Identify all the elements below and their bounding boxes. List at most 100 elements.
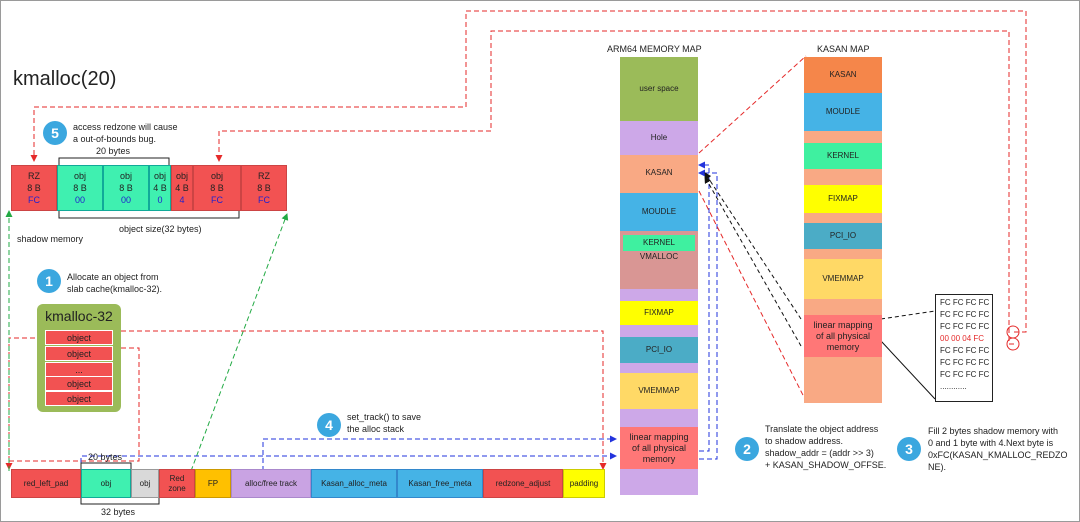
connector-map-1 <box>704 172 802 320</box>
cell-shadow: FC <box>258 195 270 205</box>
kmap-moudle: MOUDLE <box>804 93 882 131</box>
step-5-text-1: access redzone will cause <box>73 122 178 132</box>
step-3-text-1: Fill 2 bytes shadow memory with <box>928 426 1059 436</box>
arm64-user-space: user space <box>620 57 698 121</box>
shadow-row: FC FC FC FC <box>940 358 990 367</box>
arm64-vmemmap: VMEMMAP <box>620 373 698 409</box>
connector-map-2 <box>704 176 802 347</box>
connector-alloc-track <box>262 435 617 471</box>
step-4-badge: 4 <box>317 413 341 437</box>
step-4-text-2: the alloc stack <box>347 424 405 434</box>
arm64-fixmap: FIXMAP <box>620 301 698 325</box>
layout-top-brace-label: 20 bytes <box>88 452 123 462</box>
arm64-gap-4 <box>620 409 698 427</box>
layout-kasan-free-meta: Kasan_free_meta <box>397 469 483 498</box>
connector-shadow-right <box>190 213 289 472</box>
layout-fp: FP <box>195 469 231 498</box>
cell-size: 8 B <box>257 183 271 193</box>
step-2-text-2: to shadow address. <box>765 436 844 446</box>
cell-label: RZ <box>28 171 40 181</box>
brace-20-bytes <box>58 157 170 165</box>
arm64-linear-mapping: linear mapping of all physical memory <box>620 427 698 469</box>
connector-linear-kasan-a <box>698 161 710 452</box>
step-5-badge: 5 <box>43 121 67 145</box>
step-1-text-1: Allocate an object from <box>67 272 159 282</box>
arm64-gap-3 <box>620 363 698 373</box>
arm64-kasan: KASAN <box>620 155 698 191</box>
redzone-bottom-brace-label: object size(32 bytes) <box>119 224 202 234</box>
kasan-map-title: KASAN MAP <box>817 44 870 54</box>
layout-obj: obj <box>81 469 131 498</box>
cell-label: obj <box>210 171 223 181</box>
cell-label: obj <box>119 171 132 181</box>
kmap-gap-3 <box>804 213 882 223</box>
step-1-badge: 1 <box>37 269 61 293</box>
cell-size: 8 B <box>27 183 41 193</box>
arm64-peach-1 <box>620 191 698 193</box>
shadow-memory-label: shadow memory <box>17 234 84 244</box>
connector-box-bottom <box>880 340 936 400</box>
step-3-text-4: NE). <box>928 462 946 472</box>
cell-label: obj <box>153 171 166 181</box>
shadow-row: FC FC FC FC <box>940 298 990 307</box>
cell-size: 4 B <box>153 183 167 193</box>
shadow-row: FC FC FC FC <box>940 322 990 331</box>
arm64-moudle: MOUDLE <box>620 193 698 231</box>
arm64-kernel: KERNEL <box>623 235 695 251</box>
cache-object: object <box>45 330 113 345</box>
cell-size: 4 B <box>175 183 189 193</box>
cell-size: 8 B <box>73 183 87 193</box>
layout-red-left-pad: red_left_pad <box>11 469 81 498</box>
kmap-pci-io: PCI_IO <box>804 223 882 249</box>
connector-kasan-top <box>698 55 807 154</box>
arm64-vmalloc-label: VMALLOC <box>639 252 679 261</box>
kmap-fixmap: FIXMAP <box>804 185 882 213</box>
kmap-gap-4 <box>804 249 882 259</box>
shadow-row: FC FC FC FC <box>940 370 990 379</box>
cache-object: object <box>45 391 113 406</box>
layout-red-zone: Red zone <box>159 469 195 498</box>
step-3-badge: 3 <box>897 437 921 461</box>
layout-bottom-brace-label: 32 bytes <box>101 507 136 517</box>
connector-cache-right <box>113 330 607 470</box>
brace-layout-20 <box>80 462 132 469</box>
connector-kasan-bottom <box>698 190 807 402</box>
cache-object: object <box>45 376 113 391</box>
layout-kasan-alloc-meta: Kasan_alloc_meta <box>311 469 397 498</box>
connector-top-outer <box>30 10 1027 333</box>
arm64-gap-2 <box>620 325 698 337</box>
shadow-box-highlight-2 <box>1006 337 1020 351</box>
connector-linear-kasan-b <box>698 169 718 460</box>
step-2-text-3: shadow_addr = (addr >> 3) <box>765 448 874 458</box>
kmap-kasan: KASAN <box>804 57 882 93</box>
kmap-gap-2 <box>804 169 882 185</box>
kmap-bottom <box>804 357 882 403</box>
step-4-text-1: set_track() to save <box>347 412 422 422</box>
cell-shadow: 0 <box>157 195 163 205</box>
layout-padding: padding <box>563 469 605 498</box>
arm64-hole: Hole <box>620 121 698 155</box>
cell-shadow: FC <box>211 195 223 205</box>
connector-box-top <box>880 310 936 320</box>
kmap-gap-5 <box>804 299 882 315</box>
kmap-gap-1 <box>804 131 882 143</box>
redzone-cell: obj 4 B 0 <box>149 165 171 211</box>
layout-obj-pad: obj <box>131 469 159 498</box>
shadow-row: ............ <box>940 382 967 391</box>
cell-shadow: 00 <box>120 195 131 205</box>
arm64-bottom <box>620 469 698 495</box>
step-3-text-2: 0 and 1 byte with 4.Next byte is <box>928 438 1054 448</box>
cell-shadow: 4 <box>179 195 185 205</box>
step-2-text-1: Translate the object address <box>765 424 879 434</box>
step-2-text-4: + KASAN_SHADOW_OFFSE. <box>765 460 887 470</box>
cache-object: object <box>45 346 113 361</box>
brace-32-bytes <box>58 211 240 219</box>
